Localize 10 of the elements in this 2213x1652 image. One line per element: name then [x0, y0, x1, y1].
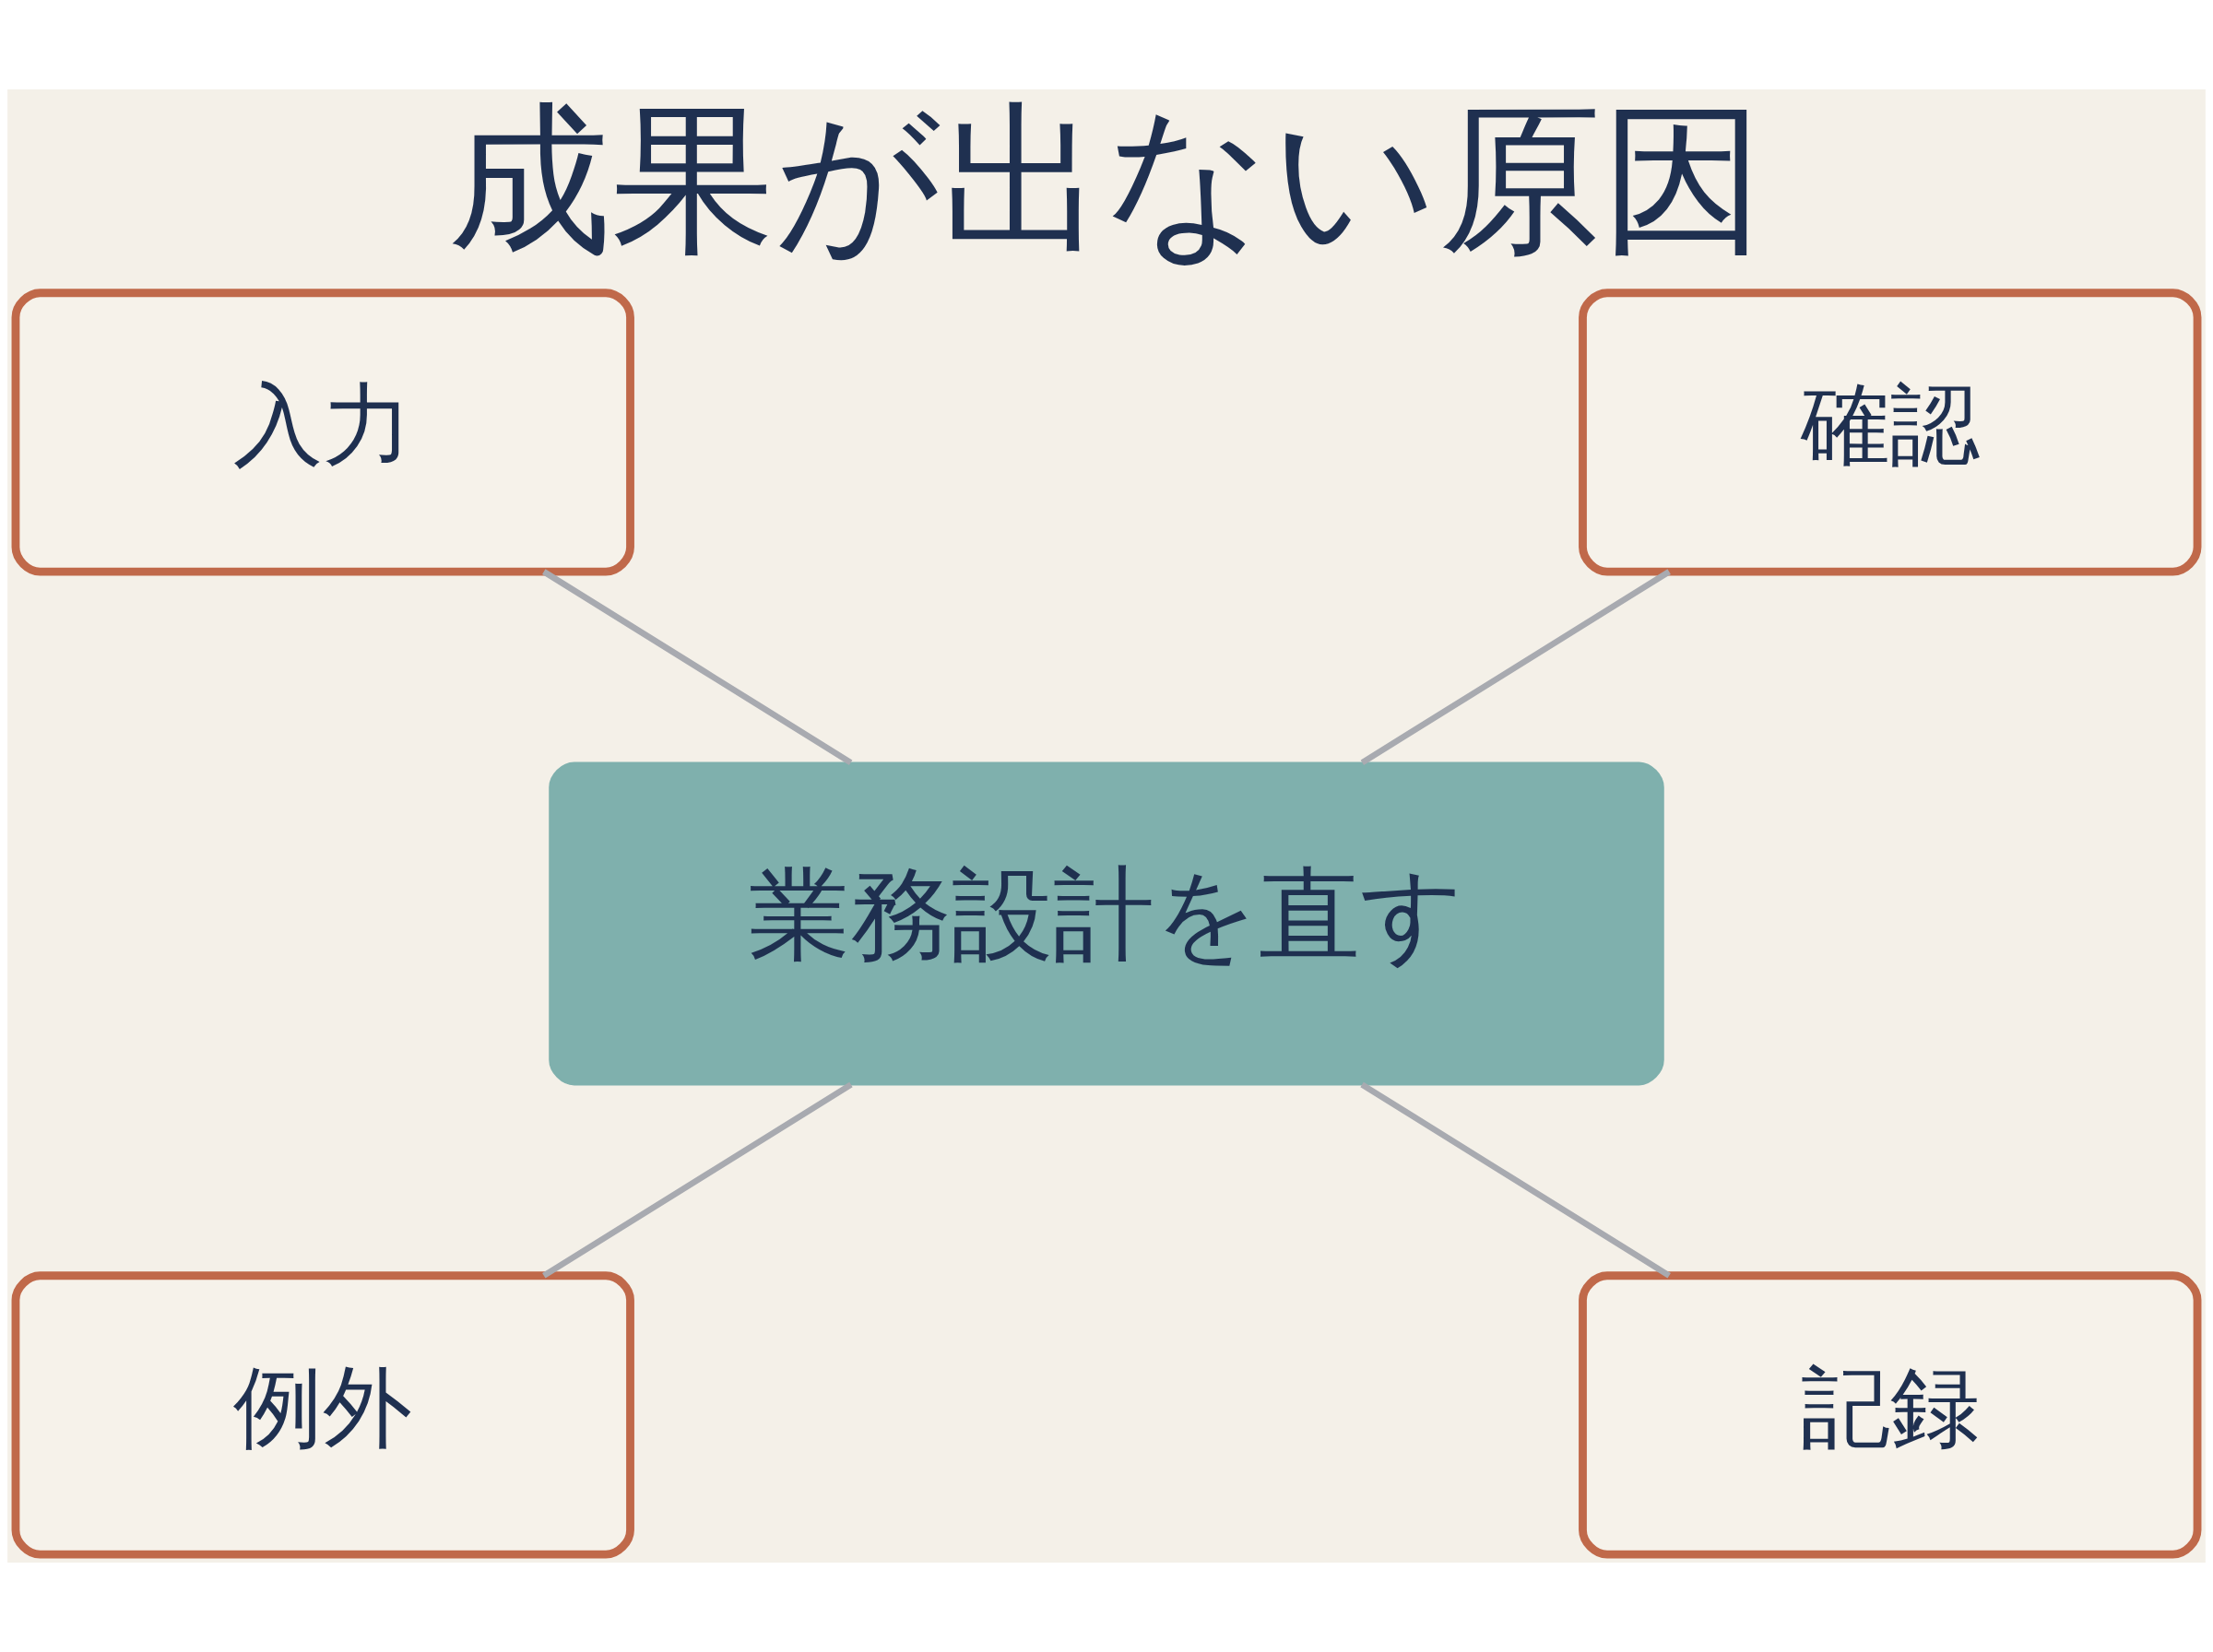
connector: [542, 1081, 853, 1279]
connector: [1360, 569, 1671, 765]
node-box: 確認: [1579, 289, 2202, 576]
connector: [1360, 1081, 1671, 1279]
diagram-title: 成果が出ない原因: [448, 84, 1765, 275]
connector: [542, 569, 853, 765]
node-box: 入力: [11, 289, 634, 576]
node-box: 例外: [11, 1271, 634, 1559]
node-box: 業務設計を直す: [549, 761, 1664, 1086]
node-box: 記録: [1579, 1271, 2202, 1559]
